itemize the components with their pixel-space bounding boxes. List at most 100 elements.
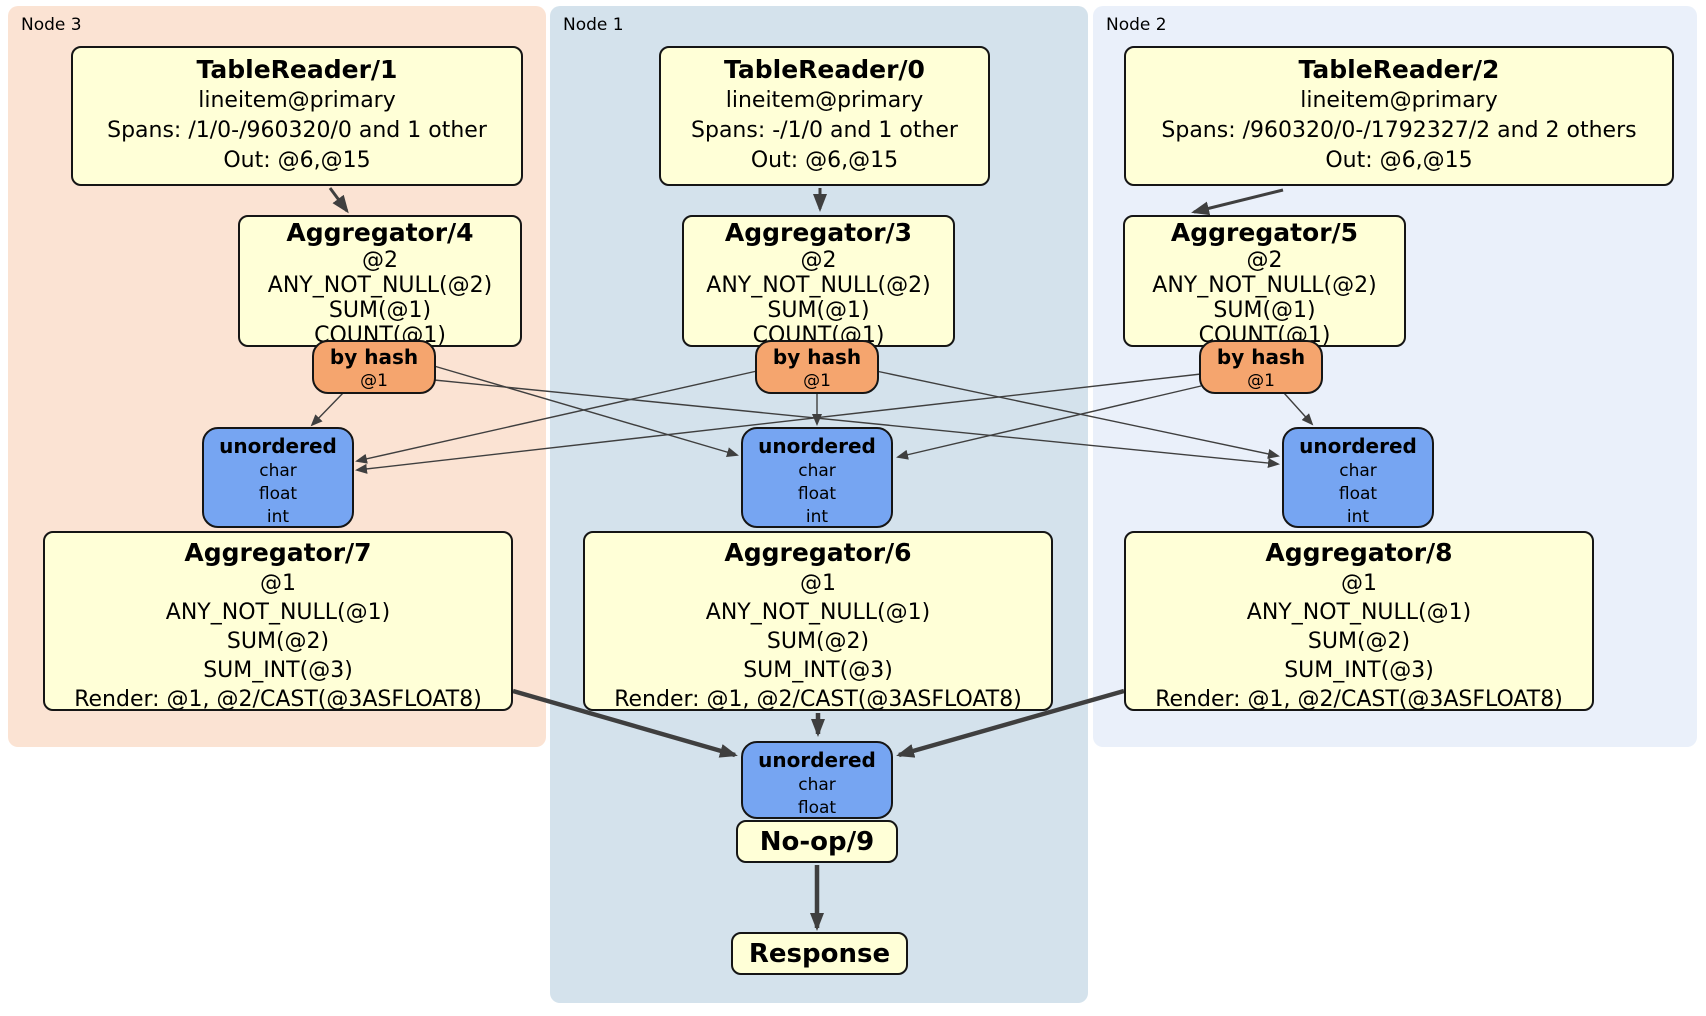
aggregator-8-box: Aggregator/8 @1 ANY_NOT_NULL(@1) SUM(@2)…	[1124, 531, 1594, 712]
agg-line: SUM_INT(@3)	[743, 658, 893, 683]
agg-line: @2	[1246, 248, 1283, 273]
processor-title: Aggregator/7	[184, 538, 372, 567]
agg-line: ANY_NOT_NULL(@1)	[1246, 600, 1472, 625]
processor-title: Aggregator/3	[724, 218, 913, 247]
router-key: @1	[1247, 371, 1275, 391]
aggregator-3-box: Aggregator/3 @2 ANY_NOT_NULL(@2) SUM(@1)…	[682, 215, 955, 348]
hash-mesh-edges	[310, 365, 1314, 474]
edge-hash3-sync2	[433, 379, 1280, 468]
sync-title: unordered	[1299, 434, 1417, 458]
edge-hash2-sync1	[896, 385, 1202, 460]
response-box: Response	[731, 932, 908, 975]
sync-title: unordered	[219, 434, 337, 458]
spans-line: Spans: /960320/0-/1792327/2 and 2 others	[1161, 118, 1637, 143]
agg-render-line: Render: @1, @2/CAST(@3ASFLOAT8)	[1155, 687, 1563, 712]
agg-line: ANY_NOT_NULL(@1)	[705, 600, 931, 625]
aggregator-7-box: Aggregator/7 @1 ANY_NOT_NULL(@1) SUM(@2)…	[43, 531, 513, 712]
sync-title: unordered	[758, 748, 876, 772]
out-line: Out: @6,@15	[750, 148, 899, 173]
processor-title: Aggregator/5	[1170, 218, 1359, 247]
index-line: lineitem@primary	[198, 88, 396, 113]
edge-hash3-sync3	[310, 390, 346, 427]
arrow-agg7-finalsync	[512, 688, 738, 758]
agg-line: SUM(@1)	[1213, 298, 1316, 323]
processor-title: No-op/9	[759, 826, 875, 857]
spans-line: Spans: /1/0-/960320/0 and 1 other	[107, 118, 487, 143]
agg-line: @2	[362, 248, 398, 273]
arrow-agg8-finalsync	[896, 688, 1125, 758]
agg-render-line: Render: @1, @2/CAST(@3ASFLOAT8)	[74, 687, 482, 712]
agg-line: @1	[1341, 571, 1377, 596]
router-title: by hash	[1216, 345, 1306, 369]
agg-line: ANY_NOT_NULL(@1)	[165, 600, 391, 625]
sync-type: float	[1338, 484, 1378, 504]
edge-hash1-sync3	[355, 370, 758, 464]
noop-box: No-op/9	[736, 820, 898, 863]
unordered-sync-node1: unordered char float int	[741, 427, 893, 528]
unordered-sync-final: unordered char float	[741, 741, 893, 819]
agg-line: ANY_NOT_NULL(@2)	[1152, 273, 1377, 298]
hash-router-node1: by hash @1	[755, 340, 879, 394]
agg-line: ANY_NOT_NULL(@2)	[706, 273, 931, 298]
processor-title: TableReader/0	[724, 55, 925, 84]
router-title: by hash	[329, 345, 419, 369]
router-title: by hash	[772, 345, 862, 369]
processor-title: TableReader/2	[1298, 55, 1500, 84]
sync-type: char	[1339, 461, 1377, 481]
index-line: lineitem@primary	[725, 88, 924, 113]
sync-type: char	[259, 461, 297, 481]
sync-type: int	[266, 507, 290, 527]
agg-line: SUM(@2)	[766, 629, 870, 654]
router-key: @1	[803, 371, 831, 391]
hash-router-node2: by hash @1	[1199, 340, 1323, 394]
sync-type: float	[797, 484, 837, 504]
agg-line: @2	[800, 248, 837, 273]
sync-type: char	[798, 775, 836, 795]
arrow-tr1-agg4	[328, 187, 349, 214]
arrow-tr2-agg5	[1191, 188, 1284, 216]
agg-line: @1	[800, 571, 836, 596]
reader-to-aggregator-arrows	[328, 187, 1284, 216]
processor-title: TableReader/1	[196, 55, 398, 84]
agg-line: SUM(@1)	[767, 298, 870, 323]
sync-type: float	[797, 798, 837, 818]
index-line: lineitem@primary	[1300, 88, 1498, 113]
agg-line: ANY_NOT_NULL(@2)	[267, 273, 493, 298]
processor-title: Aggregator/8	[1265, 538, 1453, 567]
aggregator-6-box: Aggregator/6 @1 ANY_NOT_NULL(@1) SUM(@2)…	[583, 531, 1053, 712]
table-reader-1-box: TableReader/1 lineitem@primary Spans: /1…	[71, 46, 523, 186]
node1-region-label: Node 1	[563, 15, 624, 35]
table-reader-0-box: TableReader/0 lineitem@primary Spans: -/…	[659, 46, 990, 186]
aggregator-4-box: Aggregator/4 @2 ANY_NOT_NULL(@2) SUM(@1)…	[238, 215, 522, 348]
edge-hash2-sync2	[1283, 392, 1314, 426]
out-line: Out: @6,@15	[223, 148, 371, 173]
sync-type: char	[798, 461, 836, 481]
agg-line: SUM_INT(@3)	[203, 658, 353, 683]
sync-type: float	[258, 484, 298, 504]
node2-region-label: Node 2	[1106, 15, 1167, 35]
processor-title: Aggregator/6	[724, 538, 912, 567]
edge-hash1-sync2	[875, 370, 1280, 459]
sync-type: int	[805, 507, 829, 527]
processor-title: Response	[748, 938, 891, 969]
final-arrows	[512, 688, 1125, 931]
sync-title: unordered	[758, 434, 876, 458]
agg-render-line: Render: @1, @2/CAST(@3ASFLOAT8)	[614, 687, 1022, 712]
agg-line: SUM(@1)	[328, 298, 432, 323]
hash-router-node3: by hash @1	[312, 340, 436, 394]
agg-line: SUM_INT(@3)	[1284, 658, 1434, 683]
edge-hash3-sync1	[433, 365, 739, 457]
sync-type: int	[1346, 507, 1370, 527]
agg-line: SUM(@2)	[1307, 629, 1411, 654]
node3-region-label: Node 3	[21, 15, 82, 35]
out-line: Out: @6,@15	[1325, 148, 1473, 173]
table-reader-2-box: TableReader/2 lineitem@primary Spans: /9…	[1124, 46, 1674, 186]
unordered-sync-node3: unordered char float int	[202, 427, 354, 528]
spans-line: Spans: -/1/0 and 1 other	[691, 118, 958, 143]
agg-line: @1	[260, 571, 296, 596]
aggregator-5-box: Aggregator/5 @2 ANY_NOT_NULL(@2) SUM(@1)…	[1123, 215, 1406, 348]
edge-hash2-sync3	[355, 373, 1202, 474]
agg-line: SUM(@2)	[226, 629, 330, 654]
